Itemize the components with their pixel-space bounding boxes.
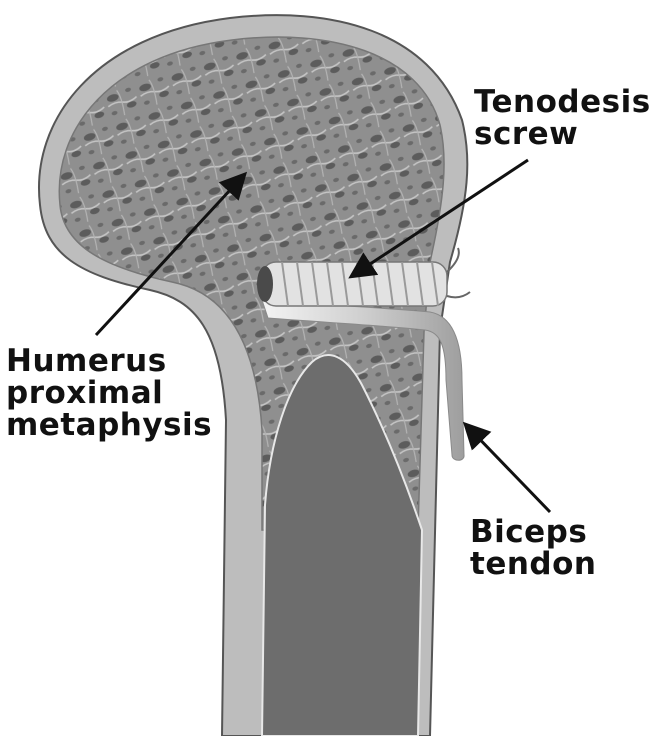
label-humerus-metaphysis: Humerus proximal metaphysis	[6, 345, 212, 441]
label-biceps-tendon: Biceps tendon	[470, 516, 596, 580]
label-tenodesis-screw: Tenodesis screw	[474, 86, 651, 150]
arrow-biceps-tendon	[466, 425, 550, 512]
